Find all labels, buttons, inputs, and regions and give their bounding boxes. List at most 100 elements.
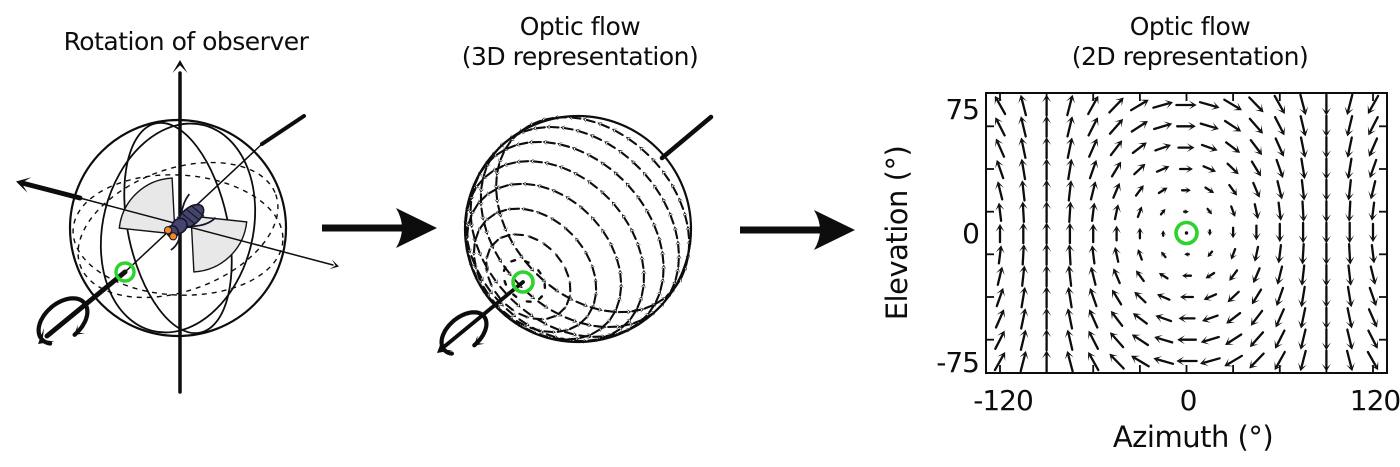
y-axis-label: Elevation (°) xyxy=(880,146,914,321)
x-tick-label-0: 0 xyxy=(1180,384,1197,417)
quiver-arrow xyxy=(1368,286,1376,304)
quiver-arrow xyxy=(1370,180,1377,197)
quiver-arrow xyxy=(1250,160,1260,174)
quiver-arrow xyxy=(1068,247,1072,266)
quiver-arrow xyxy=(1129,100,1146,112)
panel2-title-line1: Optic flow xyxy=(519,12,641,41)
quiver-arrow xyxy=(1112,313,1124,327)
quiver-arrow xyxy=(997,248,1002,265)
quiver-arrow xyxy=(1346,328,1353,347)
quiver-arrow xyxy=(1300,179,1305,198)
quiver-arrow xyxy=(1154,145,1168,152)
quiver-arrow xyxy=(1068,268,1073,287)
quiver-arrow xyxy=(1133,165,1144,176)
quiver-arrow xyxy=(1204,186,1213,193)
sphere-wireframe xyxy=(68,118,288,338)
quiver-arrow xyxy=(1089,184,1096,201)
quiver-arrow xyxy=(1111,355,1125,370)
fly-observer-icon xyxy=(163,193,217,251)
quiver-arrow xyxy=(994,312,1004,329)
quiver-arrow xyxy=(993,354,1005,372)
quiver-arrow xyxy=(1208,250,1214,256)
quiver-arrow xyxy=(1113,207,1119,221)
quiver-arrow xyxy=(1228,183,1236,194)
green-circle-rotation-center-marker xyxy=(1174,220,1199,246)
quiver-arrow xyxy=(1252,309,1264,324)
quiver-arrow xyxy=(1089,333,1100,350)
panel2-title: Optic flow (3D representation) xyxy=(408,12,752,72)
pitch-axis-arrow xyxy=(16,177,339,270)
quiver-arrow xyxy=(1300,349,1307,368)
fly-segment-line xyxy=(185,208,200,221)
quiver-arrow xyxy=(1137,272,1145,283)
quiver-arrow xyxy=(1091,248,1096,265)
quiver-arrow xyxy=(1229,290,1240,301)
quiver-arrow xyxy=(995,98,1007,116)
fly-segment-line xyxy=(181,212,196,225)
flow-ring-arrows xyxy=(463,114,692,344)
quiver-arrow xyxy=(1299,136,1306,155)
quiver-arrow xyxy=(997,184,1004,201)
quiver-arrow xyxy=(1090,205,1095,222)
quiver-arrow xyxy=(995,291,1003,308)
quiver-arrow xyxy=(1089,354,1100,372)
optic-flow-2d-plot xyxy=(985,92,1388,374)
quiver-arrow xyxy=(1020,290,1026,309)
green-circle-axis-pole-marker xyxy=(114,261,136,283)
roll-axis-arrowhead xyxy=(437,338,453,353)
quiver-arrow xyxy=(1368,94,1380,112)
quiver-arrow xyxy=(1159,294,1171,301)
quiver-arrow xyxy=(1021,204,1026,223)
quiver-arrow xyxy=(1067,311,1074,330)
quiver-arrow xyxy=(1067,354,1074,373)
quiver-arrow xyxy=(1230,205,1235,215)
fly-segment-line xyxy=(190,204,205,217)
y-tick-label-m75: -75 xyxy=(936,346,979,379)
quiver-arrow xyxy=(1202,165,1214,172)
quiver-arrow xyxy=(1251,331,1265,345)
panel2-title-line2: (3D representation) xyxy=(461,42,699,71)
quiver-arrow xyxy=(1275,158,1283,175)
quiver-arrow xyxy=(1347,136,1353,155)
quiver-arrow xyxy=(1347,243,1352,262)
quiver-arrow xyxy=(1369,265,1376,282)
quiver-arrow xyxy=(1348,200,1352,219)
green-circle-axis-pole-marker xyxy=(511,270,535,294)
quiver-arrow xyxy=(1087,120,1097,137)
quiver-arrow xyxy=(1248,117,1262,132)
quiver-arrow xyxy=(1199,122,1216,129)
quiver-arrow xyxy=(1067,332,1074,351)
quiver-arrow xyxy=(1020,98,1028,117)
quiver-arrow xyxy=(1347,179,1352,198)
x-tick-label-m120: -120 xyxy=(973,384,1033,417)
quiver-arrow xyxy=(1347,115,1354,134)
quiver-arrow xyxy=(1067,290,1073,309)
meridian-great-circle xyxy=(123,121,233,335)
quiver-arrow xyxy=(1153,123,1170,131)
x-axis-label: Azimuth (°) xyxy=(1113,420,1273,454)
quiver-arrow xyxy=(1370,244,1375,261)
quiver-arrow xyxy=(1068,204,1072,223)
quiver-arrow xyxy=(1370,158,1378,175)
quiver-arrow xyxy=(1227,333,1243,344)
quiver-arrow xyxy=(1131,143,1145,155)
quiver-arrow xyxy=(1367,308,1377,325)
quiver-arrow xyxy=(1276,329,1286,346)
plot-axis-text: 75 0 -75 -120 0 120 Azimuth (°) Elevatio… xyxy=(880,93,1400,454)
tilted-dashed-circle xyxy=(77,161,279,299)
quiver-arrow xyxy=(1110,164,1120,178)
quiver-arrow xyxy=(1300,307,1307,326)
quiver-arrow xyxy=(1114,250,1120,263)
quiver-arrow xyxy=(1253,267,1261,281)
x-tick-label-120: 120 xyxy=(1350,384,1400,417)
quiver-arrow xyxy=(1090,291,1098,308)
yaw-axis-arrowhead xyxy=(172,60,188,73)
quiver-arrow xyxy=(1066,119,1073,138)
quiver-arrow xyxy=(1156,358,1175,365)
quiver-arrow xyxy=(1223,98,1240,110)
optic-flow-3d-sphere-diagram xyxy=(437,114,714,356)
quiver-arrow xyxy=(1133,356,1150,368)
quiver-arrow xyxy=(1152,102,1170,109)
quiver-arrow xyxy=(1371,201,1376,218)
